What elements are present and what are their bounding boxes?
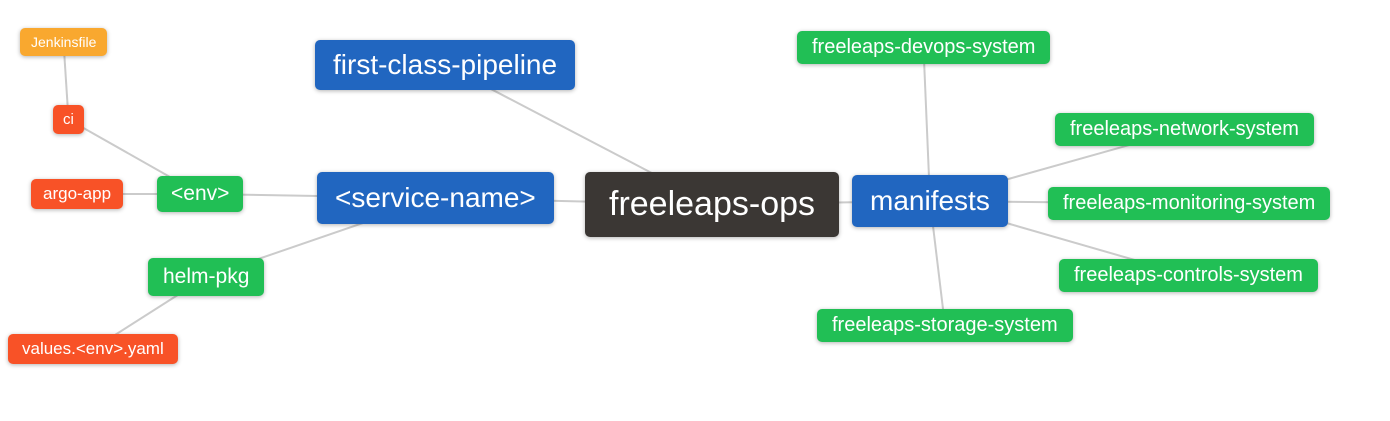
node-freeleaps-storage-system[interactable]: freeleaps-storage-system xyxy=(817,309,1073,342)
node-service-name[interactable]: <service-name> xyxy=(317,172,554,225)
node-helm-pkg[interactable]: helm-pkg xyxy=(148,258,265,297)
node-env[interactable]: <env> xyxy=(157,176,244,213)
node-values-env-yaml[interactable]: values.<env>.yaml xyxy=(8,334,178,364)
node-manifests[interactable]: manifests xyxy=(852,175,1008,228)
node-freeleaps-ops[interactable]: freeleaps-ops xyxy=(585,172,840,238)
node-first-class-pipeline[interactable]: first-class-pipeline xyxy=(315,40,576,91)
node-jenkinsfile[interactable]: Jenkinsfile xyxy=(20,28,108,57)
node-freeleaps-network-system[interactable]: freeleaps-network-system xyxy=(1055,113,1314,146)
node-argo-app[interactable]: argo-app xyxy=(31,179,124,209)
node-freeleaps-controls-system[interactable]: freeleaps-controls-system xyxy=(1059,259,1318,292)
node-ci[interactable]: ci xyxy=(53,105,84,135)
node-freeleaps-devops-system[interactable]: freeleaps-devops-system xyxy=(797,31,1051,64)
node-freeleaps-monitoring-system[interactable]: freeleaps-monitoring-system xyxy=(1048,187,1331,220)
